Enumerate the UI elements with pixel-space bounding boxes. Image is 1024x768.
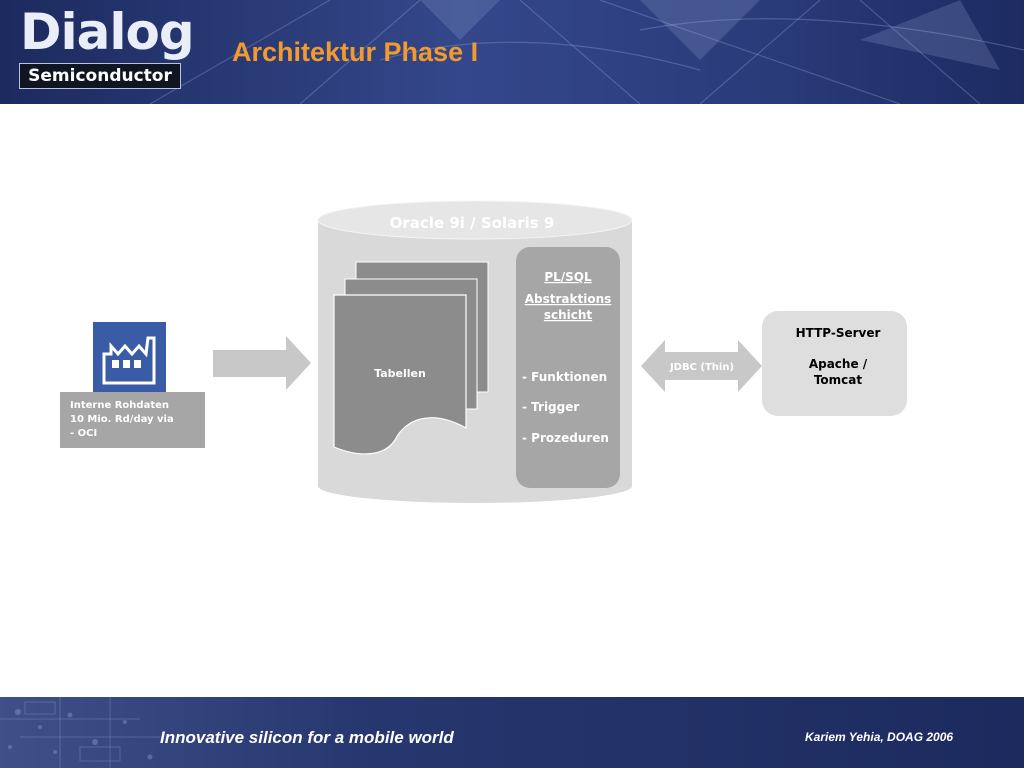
footer-banner: Innovative silicon for a mobile world Ka… [0,697,1024,768]
plsql-subheading-line2: schicht [544,308,593,322]
source-label-line1: Interne Rohdaten [70,400,169,411]
source-label-line2: 10 Mio. Rd/day via [70,414,174,425]
footer-author: Kariem Yehia, DOAG 2006 [805,730,954,744]
architecture-diagram: Oracle 9i / Solaris 9 Tabellen PL/SQL Ab… [60,200,907,503]
footer-background [0,697,1024,768]
plsql-item-trigger: - Trigger [522,400,579,414]
jdbc-double-arrow: JDBC (Thin) [641,340,762,392]
plsql-heading: PL/SQL [544,270,592,284]
logo-subtitle: Semiconductor [19,63,181,89]
tables-document [333,294,467,455]
factory-icon [93,322,166,392]
http-server-box: HTTP-Server Apache / Tomcat [762,311,907,416]
tables-document-stack: Tabellen [333,261,489,455]
jdbc-label: JDBC (Thin) [669,362,734,373]
plsql-box: PL/SQL Abstraktions schicht - Funktionen… [516,247,620,488]
plsql-item-prozeduren: - Prozeduren [522,431,609,445]
data-flow-arrow [213,336,311,390]
plsql-item-funktionen: - Funktionen [522,370,607,384]
slide-title: Architektur Phase I [232,37,479,67]
server-line2: Tomcat [814,373,863,387]
database-label: Oracle 9i / Solaris 9 [390,214,555,232]
header-banner: Dialog Semiconductor Architektur Phase I [0,0,1024,104]
tables-label: Tabellen [374,367,426,380]
plsql-subheading-line1: Abstraktions [525,292,612,306]
source-label-box: Interne Rohdaten 10 Mio. Rd/day via - OC… [60,392,205,448]
logo-wordmark: Dialog [20,3,195,61]
source-label-line3: - OCI [70,428,97,439]
server-line1: Apache / [809,357,868,371]
footer-tagline: Innovative silicon for a mobile world [160,728,454,747]
server-title: HTTP-Server [796,326,881,340]
